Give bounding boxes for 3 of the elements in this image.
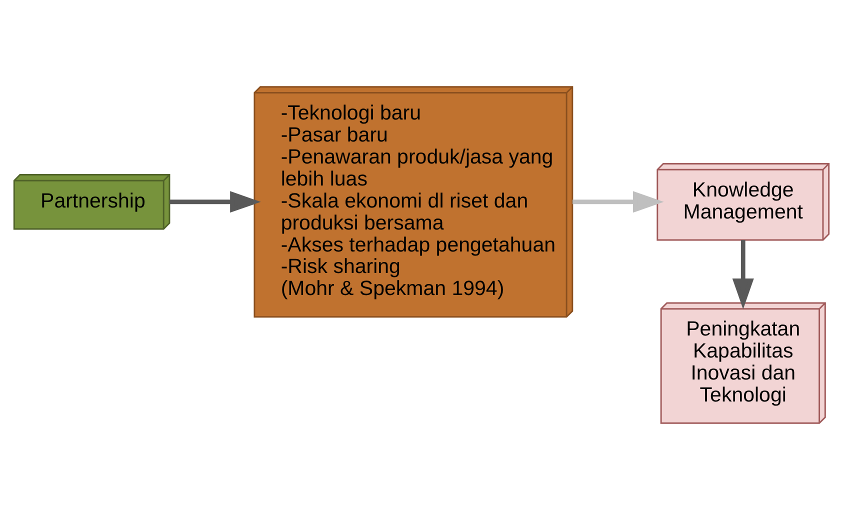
arrow <box>572 190 664 212</box>
arrow <box>732 240 754 309</box>
arrow <box>170 190 261 212</box>
